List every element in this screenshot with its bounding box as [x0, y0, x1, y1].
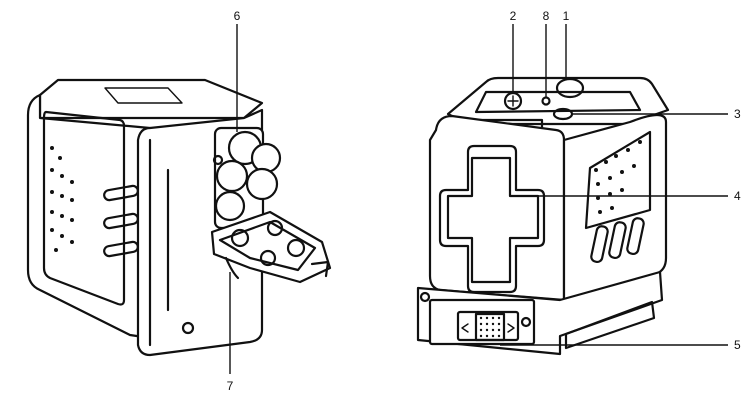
- callout-6: 6: [234, 9, 241, 23]
- left-device-view: [26, 78, 332, 357]
- right-vent-dots: [584, 130, 652, 230]
- callout-1: 1: [563, 9, 570, 23]
- battery-stack: [212, 126, 282, 230]
- left-vent-dots: [50, 146, 74, 252]
- callout-4: 4: [734, 189, 741, 203]
- callout-8: 8: [543, 9, 550, 23]
- callout-3: 3: [734, 107, 741, 121]
- callout-leaders: [229, 24, 728, 374]
- right-device-view: [416, 76, 670, 356]
- callout-labels: 6 7 2 8 1 3 4 5: [227, 9, 741, 393]
- cross-window: [438, 144, 546, 294]
- bottom-switch: [419, 291, 536, 346]
- callout-2: 2: [510, 9, 517, 23]
- callout-5: 5: [734, 338, 741, 352]
- callout-7: 7: [227, 379, 234, 393]
- battery-cover: [210, 210, 332, 284]
